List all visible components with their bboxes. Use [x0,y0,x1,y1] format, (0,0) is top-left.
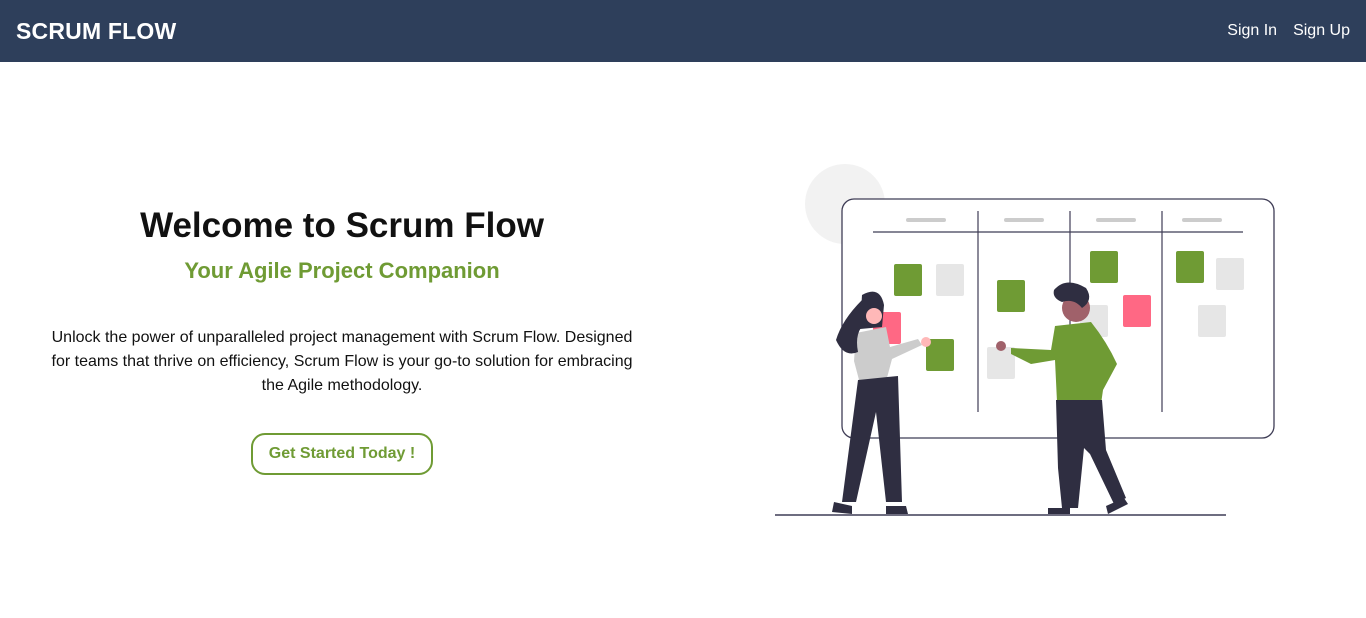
brand-logo[interactable]: SCRUM FLOW [16,17,177,44]
hero-text: Welcome to Scrum Flow Your Agile Project… [40,204,644,475]
scrum-board-illustration [775,164,1275,516]
sign-in-link[interactable]: Sign In [1227,22,1278,39]
hero-subtitle: Your Agile Project Companion [184,258,500,283]
hero-description: Unlock the power of unparalleled project… [51,329,633,394]
hero-section: Welcome to Scrum Flow Your Agile Project… [0,62,1366,618]
hero-title: Welcome to Scrum Flow [140,206,544,245]
sign-up-link[interactable]: Sign Up [1293,22,1350,39]
top-navbar: SCRUM FLOW Sign In Sign Up [0,0,1366,62]
nav-links: Sign In Sign Up [1227,22,1350,40]
get-started-button[interactable]: Get Started Today ! [250,433,434,475]
